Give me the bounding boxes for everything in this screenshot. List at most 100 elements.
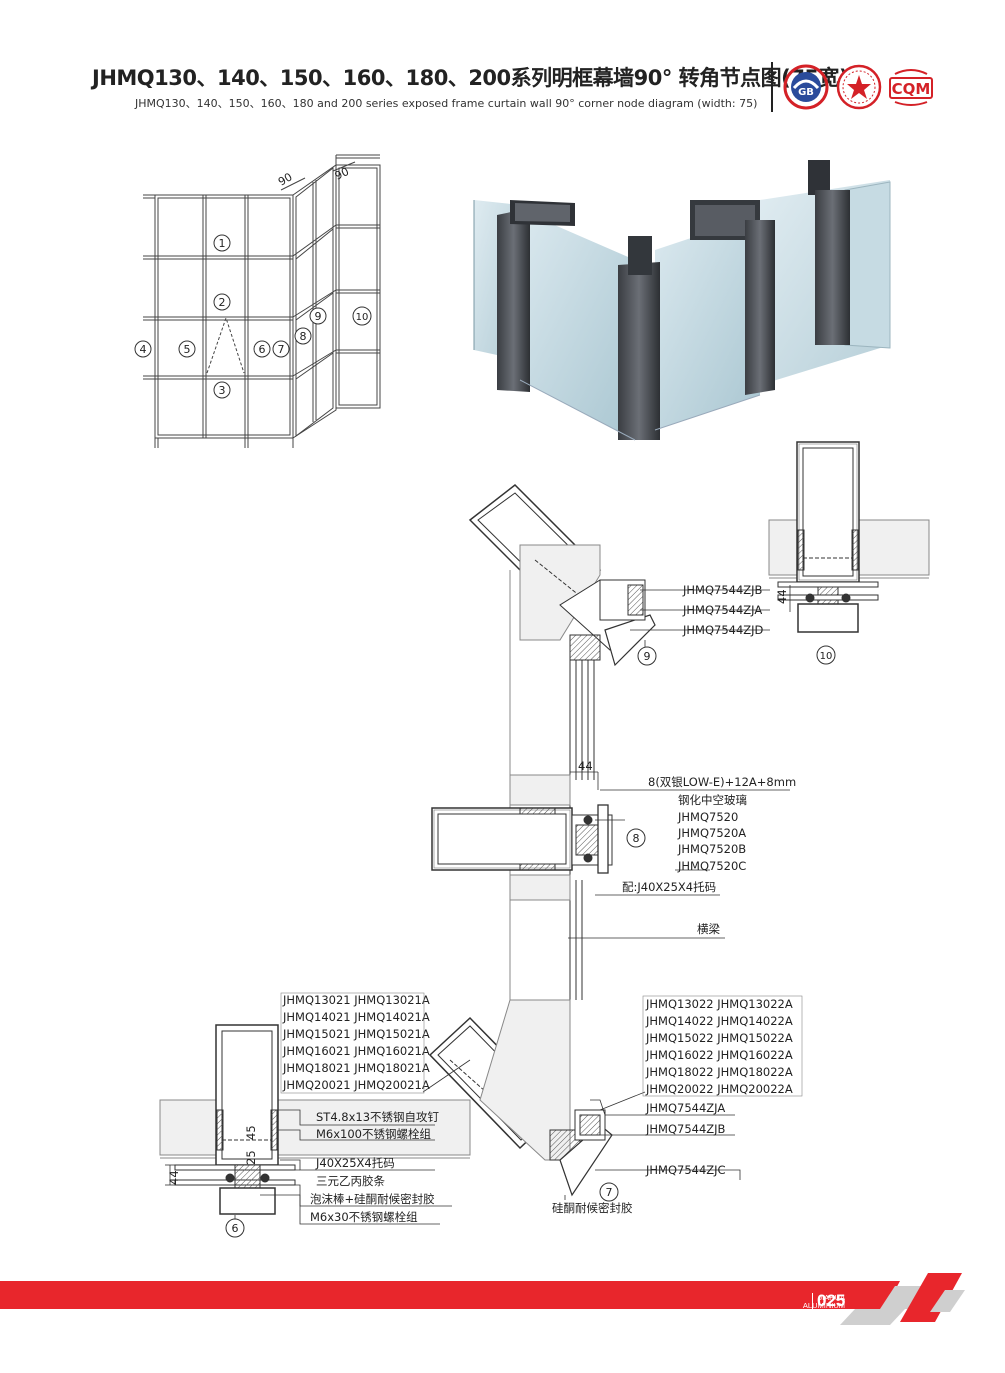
label-7520c: JHMQ7520C <box>677 859 746 873</box>
detail-labels: JHMQ7544ZJB JHMQ7544ZJA JHMQ7544ZJD 44 4… <box>167 583 803 1224</box>
node-marker-9: 9 <box>637 646 657 666</box>
elevation-dimension-labels: 90 90 <box>276 165 351 189</box>
svg-text:3: 3 <box>219 384 226 397</box>
footer-separator <box>812 1293 813 1309</box>
elevation-markers: 1 2 3 4 5 6 7 8 9 10 <box>134 234 372 399</box>
label-epdm: 三元乙丙胶条 <box>316 1174 385 1188</box>
node-markers: 9 10 8 7 6 <box>225 645 836 1238</box>
node-10-mullion <box>777 441 879 633</box>
label-7-zjb: JHMQ7544ZJB <box>645 1122 726 1136</box>
svg-text:9: 9 <box>644 650 651 663</box>
marker-2: 2 <box>213 293 231 311</box>
corner-panel-grid <box>292 164 337 439</box>
dim-90-right: 90 <box>333 165 351 183</box>
svg-text:4: 4 <box>140 343 147 356</box>
svg-text:JHMQ20022 JHMQ20022A: JHMQ20022 JHMQ20022A <box>645 1082 793 1096</box>
footer-brand-line2: ALUMINIUM <box>802 1301 845 1310</box>
node-9-corner <box>468 484 656 667</box>
right-panel-grid <box>335 154 381 409</box>
page-number: 025 <box>817 1291 846 1310</box>
svg-text:7: 7 <box>278 343 285 356</box>
node-8-mullion <box>431 774 613 901</box>
footer-brand-line1: JIAHUA <box>818 1293 845 1302</box>
label-9-zjb: JHMQ7544ZJB <box>682 583 763 597</box>
svg-text:1: 1 <box>219 237 226 250</box>
label-9-zjd: JHMQ7544ZJD <box>682 623 764 637</box>
elevation-diagram <box>143 154 381 448</box>
right-profile-list: JHMQ13022 JHMQ13022A JHMQ14022 JHMQ14022… <box>645 997 793 1096</box>
label-glass-type: 钢化中空玻璃 <box>678 793 747 807</box>
dim-90-left: 90 <box>276 170 295 188</box>
marker-5: 5 <box>178 340 196 358</box>
plan-detail <box>159 441 930 1215</box>
dim-44-mid: 44 <box>578 759 593 773</box>
svg-text:7: 7 <box>606 1186 613 1199</box>
header-divider <box>771 62 773 112</box>
label-beam: 横梁 <box>697 922 720 936</box>
label-foam: 泡沫棒+硅酮耐候密封胶 <box>310 1192 435 1206</box>
label-bolt-30: M6x30不锈钢螺栓组 <box>310 1210 418 1224</box>
page-subtitle: JHMQ130、140、150、160、180 and 200 series e… <box>135 97 758 110</box>
dim-44-top: 44 <box>775 589 789 604</box>
left-profile-list: JHMQ13021 JHMQ13021A JHMQ14021 JHMQ14021… <box>282 993 430 1092</box>
cert-seal-logo <box>836 64 882 110</box>
label-9-zja: JHMQ7544ZJA <box>682 603 762 617</box>
marker-3: 3 <box>213 381 231 399</box>
marker-8: 8 <box>294 327 312 345</box>
svg-text:6: 6 <box>259 343 266 356</box>
dim-44-bottom: 44 <box>167 1170 181 1185</box>
svg-text:JHMQ16022 JHMQ16022A: JHMQ16022 JHMQ16022A <box>645 1048 793 1062</box>
label-screw: ST4.8x13不锈钢自攻钉 <box>316 1110 440 1124</box>
svg-text:JHMQ13022 JHMQ13022A: JHMQ13022 JHMQ13022A <box>645 997 793 1011</box>
cqm-logo: CQM <box>889 69 933 106</box>
label-7520: JHMQ7520 <box>677 810 738 824</box>
svg-text:JHMQ15022 JHMQ15022A: JHMQ15022 JHMQ15022A <box>645 1031 793 1045</box>
label-7520b: JHMQ7520B <box>677 842 746 856</box>
label-glass: 8(双银LOW-E)+12A+8mm <box>648 775 796 789</box>
label-sealant: 硅酮耐候密封胶 <box>552 1201 633 1215</box>
svg-text:JHMQ15021 JHMQ15021A: JHMQ15021 JHMQ15021A <box>282 1027 430 1041</box>
svg-text:10: 10 <box>356 312 369 323</box>
dim-25: 25 <box>244 1150 258 1165</box>
svg-text:2: 2 <box>219 296 226 309</box>
svg-text:JHMQ18022 JHMQ18022A: JHMQ18022 JHMQ18022A <box>645 1065 793 1079</box>
svg-text:6: 6 <box>232 1222 239 1235</box>
gb-logo: GB <box>783 64 829 110</box>
svg-text:JHMQ20021 JHMQ20021A: JHMQ20021 JHMQ20021A <box>282 1078 430 1092</box>
label-bracket-6: J40X25X4托码 <box>315 1156 395 1170</box>
page-title: JHMQ130、140、150、160、180、200系列明框幕墙90° 转角节… <box>92 66 849 90</box>
marker-9: 9 <box>309 307 327 325</box>
label-bracket: 配:J40X25X4托码 <box>622 880 716 894</box>
footer-band <box>0 1273 965 1325</box>
marker-6: 6 <box>253 340 271 358</box>
label-bolt-100: M6x100不锈钢螺栓组 <box>316 1127 431 1141</box>
svg-text:9: 9 <box>315 310 322 323</box>
dim-45: 45 <box>244 1125 258 1140</box>
svg-text:5: 5 <box>184 343 191 356</box>
footer-brand: JIAHUA ALUMINIUM <box>803 1294 845 1310</box>
node-7-corner <box>428 999 613 1197</box>
svg-text:JHMQ14021 JHMQ14021A: JHMQ14021 JHMQ14021A <box>282 1010 430 1024</box>
svg-text:10: 10 <box>820 651 833 662</box>
svg-text:8: 8 <box>300 330 307 343</box>
marker-10: 10 <box>352 306 372 326</box>
marker-4: 4 <box>134 340 152 358</box>
label-7520a: JHMQ7520A <box>677 826 746 840</box>
node-6-mullion <box>159 1024 471 1215</box>
label-7-zja: JHMQ7544ZJA <box>645 1101 725 1115</box>
svg-text:8: 8 <box>633 832 640 845</box>
node-marker-7: 7 <box>599 1182 619 1202</box>
label-7-zjc: JHMQ7544ZJC <box>645 1163 726 1177</box>
corner-3d-render <box>473 160 891 441</box>
svg-text:GB: GB <box>798 87 814 98</box>
svg-text:JHMQ13021 JHMQ13021A: JHMQ13021 JHMQ13021A <box>282 993 430 1007</box>
left-panel-grid <box>143 194 294 448</box>
svg-text:JHMQ14022 JHMQ14022A: JHMQ14022 JHMQ14022A <box>645 1014 793 1028</box>
svg-text:CQM: CQM <box>892 80 931 98</box>
svg-text:JHMQ18021 JHMQ18021A: JHMQ18021 JHMQ18021A <box>282 1061 430 1075</box>
svg-text:JHMQ16021 JHMQ16021A: JHMQ16021 JHMQ16021A <box>282 1044 430 1058</box>
node-marker-6: 6 <box>225 1218 245 1238</box>
node-marker-8: 8 <box>626 828 646 848</box>
marker-1: 1 <box>213 234 231 252</box>
